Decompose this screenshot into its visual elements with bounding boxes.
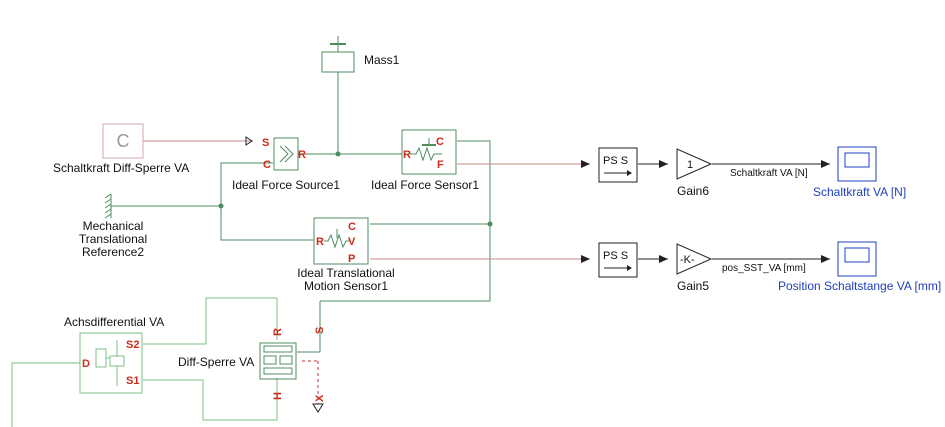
gain5-block[interactable] (676, 243, 713, 275)
svg-text:S2: S2 (126, 339, 139, 351)
junction-dot (218, 203, 224, 209)
sensor-c-line[interactable] (320, 140, 491, 302)
diff-sperre-label: Diff-Sperre VA (178, 355, 254, 369)
svg-text:H: H (272, 392, 284, 400)
position-signal-label: pos_SST_VA [mm] (722, 263, 806, 274)
gain6-block[interactable] (676, 148, 713, 180)
ideal-force-source-label: Ideal Force Source1 (232, 178, 340, 192)
svg-text:R: R (316, 236, 324, 248)
x-port-arrow (312, 403, 324, 413)
schaltkraft-source-label: Schaltkraft Diff-Sperre VA (53, 161, 189, 175)
gear-icon (95, 340, 125, 386)
svg-text:D: D (82, 358, 90, 370)
motion-sensor-label-2: Motion Sensor1 (304, 279, 388, 293)
svg-text:P: P (348, 253, 355, 265)
svg-text:R: R (298, 149, 306, 161)
achsdifferential-block[interactable] (79, 332, 143, 394)
mech-ref-block[interactable] (104, 193, 112, 219)
junction-dot (487, 221, 493, 227)
motion-sensor-icon (324, 233, 350, 249)
spring-icon (410, 146, 442, 162)
ps-s-label: PS S (603, 155, 628, 167)
diffsperre-h-line[interactable] (143, 378, 278, 421)
source-icon: C (117, 131, 130, 151)
mech-ref-label-3: Reference2 (82, 245, 144, 259)
svg-text:C: C (436, 136, 444, 148)
gain6-label: Gain6 (677, 184, 709, 198)
svg-text:C: C (263, 159, 271, 171)
junction-dot (335, 151, 341, 157)
diff-sperre-block[interactable] (259, 342, 297, 380)
scope-position-label: Position Schaltstange VA [mm] (778, 279, 941, 293)
gain6-value: 1 (687, 159, 693, 171)
diffsperre-r-line[interactable] (143, 297, 278, 345)
force-source-icon (279, 145, 294, 163)
svg-text:F: F (437, 159, 444, 171)
mech-ref-label-2: Translational (79, 232, 147, 246)
svg-text:V: V (348, 236, 356, 248)
ps-s-label: PS S (603, 250, 628, 262)
force-signal-label: Schaltkraft VA [N] (730, 168, 808, 179)
scope-force-block[interactable] (837, 146, 877, 182)
ideal-force-sensor-label: Ideal Force Sensor1 (371, 178, 479, 192)
ps-s-converter-position[interactable] (598, 242, 638, 278)
scope-icon (844, 247, 870, 263)
motion-sensor-label-1: Ideal Translational (297, 266, 394, 280)
mass-label: Mass1 (364, 53, 400, 67)
svg-text:S: S (262, 137, 269, 149)
ideal-force-sensor-block[interactable] (401, 129, 457, 175)
mass-block[interactable] (321, 36, 355, 73)
achsdiff-d-line[interactable] (11, 362, 80, 427)
scope-icon (844, 152, 870, 168)
svg-text:S: S (314, 327, 326, 334)
mech-ref-label-1: Mechanical (83, 219, 144, 233)
scope-force-label: Schaltkraft VA [N] (813, 185, 906, 199)
ideal-force-source-block[interactable] (273, 137, 299, 171)
connection-lines (11, 72, 830, 427)
svg-text:R: R (403, 149, 411, 161)
gain5-label: Gain5 (677, 279, 709, 293)
achsdifferential-label: Achsdifferential VA (64, 315, 164, 329)
ps-s-converter-force[interactable] (598, 147, 638, 183)
svg-text:X: X (314, 394, 326, 402)
svg-text:R: R (272, 328, 284, 336)
svg-text:C: C (348, 221, 356, 233)
gain5-value: -K- (680, 254, 695, 266)
svg-text:S1: S1 (126, 375, 139, 387)
arrowheads (581, 160, 830, 263)
scope-position-block[interactable] (837, 241, 877, 277)
schaltkraft-source-block[interactable] (102, 123, 144, 159)
reference-connection[interactable] (220, 162, 318, 241)
